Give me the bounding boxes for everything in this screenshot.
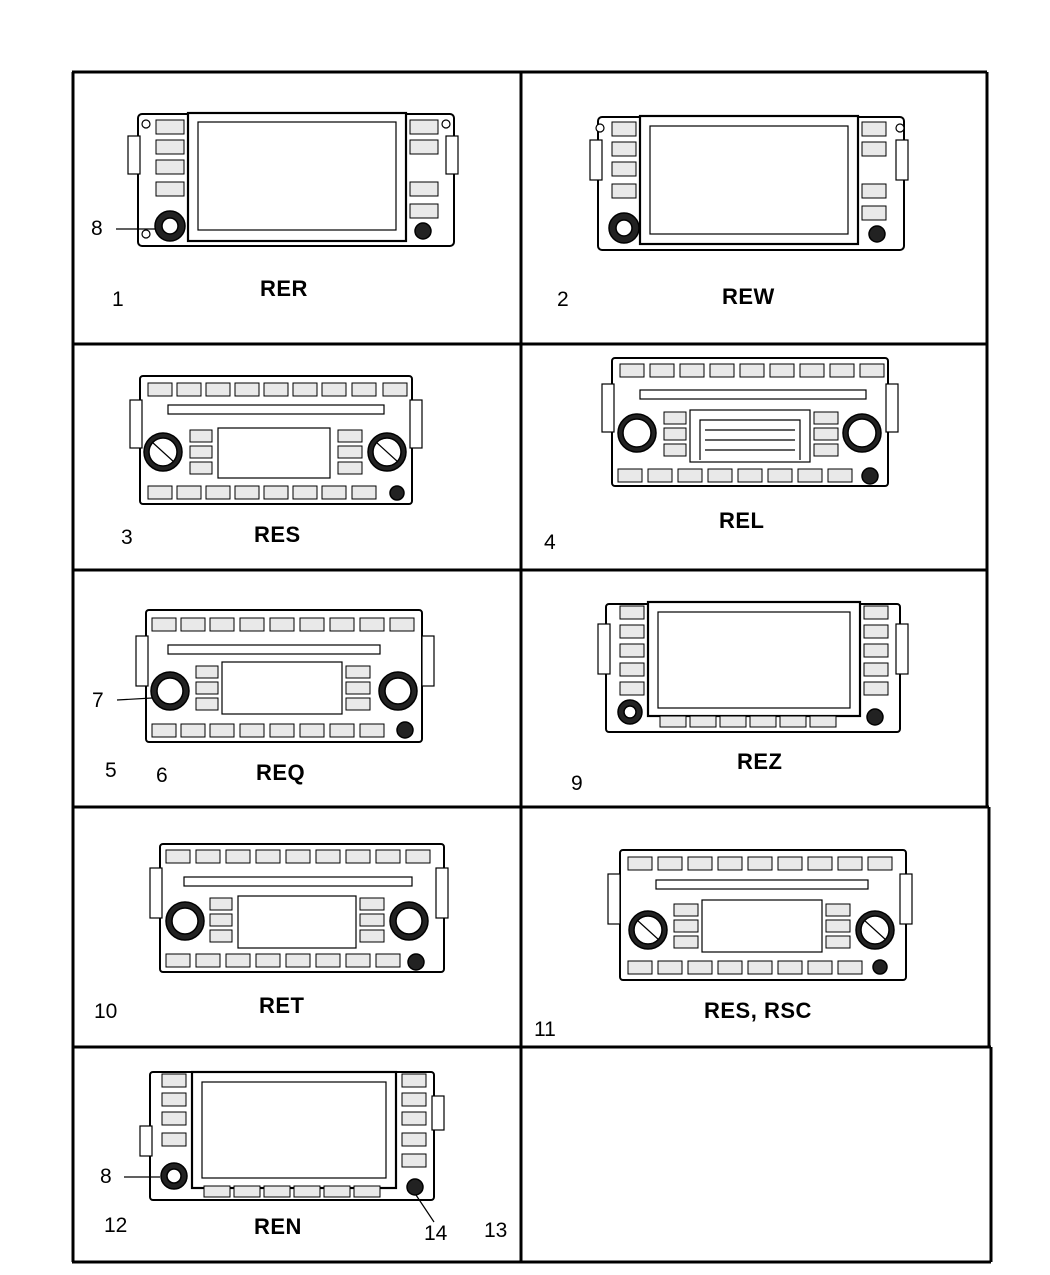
index-number: 13 [484, 1219, 508, 1242]
callout-knob: 8 [91, 217, 103, 240]
radio-req [135, 609, 435, 743]
model-label-ren: REN [254, 1214, 302, 1239]
grid [71, 70, 993, 1264]
index-number: 4 [544, 531, 556, 554]
model-label-rel: REL [719, 508, 765, 533]
radio-res [129, 375, 423, 505]
callout-jack: 14 [424, 1222, 448, 1245]
radio-ret [149, 843, 449, 973]
index-number: 9 [571, 772, 583, 795]
index-number: 1 [112, 288, 124, 311]
index-number: 5 [105, 759, 117, 782]
index-number: 2 [557, 288, 569, 311]
radio-rer [127, 111, 459, 247]
index-number: 6 [156, 764, 168, 787]
radio-rez [597, 600, 909, 733]
model-label-ret: RET [259, 993, 305, 1018]
model-label-rer: RER [260, 276, 308, 301]
index-number: 10 [94, 1000, 118, 1023]
index-number: 3 [121, 526, 133, 549]
model-label-res-rsc: RES, RSC [704, 998, 812, 1023]
radio-ren [139, 1070, 445, 1201]
index-number: 12 [104, 1214, 128, 1237]
model-label-rew: REW [722, 284, 775, 309]
model-label-res: RES [254, 522, 301, 547]
model-label-rez: REZ [737, 749, 783, 774]
model-label-req: REQ [256, 760, 306, 785]
radio-rel [601, 357, 899, 487]
radio-rew [589, 114, 909, 251]
index-number: 11 [534, 1018, 556, 1041]
callout-knob: 7 [92, 689, 104, 712]
radio-res-rsc [607, 849, 913, 981]
callout-knob: 8 [100, 1165, 112, 1188]
